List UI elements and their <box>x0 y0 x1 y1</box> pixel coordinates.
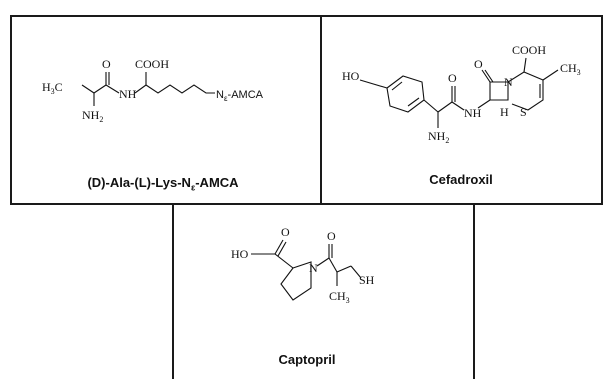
nh2-label: NH2 <box>428 129 449 145</box>
methyl-label: CH3 <box>560 61 581 77</box>
cefadroxil-bonds <box>359 57 559 128</box>
amide-nh-label: NH <box>464 106 482 120</box>
bottom-left-divider <box>172 203 174 379</box>
thiol-label: SH <box>359 273 375 287</box>
left-border <box>10 15 12 205</box>
right-border <box>601 15 603 205</box>
cooh-label: COOH <box>135 57 169 71</box>
middle-divider <box>320 15 322 205</box>
ala-lys-amca-structure: H3C O NH COOH NH2 Nε-AMCA <box>42 57 264 124</box>
cefadroxil-caption: Cefadroxil <box>429 172 493 187</box>
amide-oxygen-label: O <box>448 71 457 85</box>
cooh-label: COOH <box>512 43 546 57</box>
methyl-label: CH3 <box>329 289 350 305</box>
ring-nitrogen-label: N <box>309 261 318 275</box>
carbonyl-oxygen-label: O <box>102 57 111 71</box>
top-border <box>10 15 603 17</box>
amide-oxygen-label: O <box>327 229 336 243</box>
acid-oxygen-label: O <box>281 225 290 239</box>
captopril-bonds <box>251 239 362 301</box>
row-divider <box>10 203 603 205</box>
hydroxyl-label: HO <box>231 247 249 261</box>
hydroxyl-label: HO <box>342 69 360 83</box>
n-epsilon-amca-label: Nε-AMCA <box>216 89 264 103</box>
captopril-structure: HO O N O SH CH3 <box>231 225 375 305</box>
amide-nh-label: NH <box>119 87 137 101</box>
captopril-caption: Captopril <box>278 352 336 367</box>
bridgehead-h-label: H <box>500 105 509 119</box>
ala-lys-bonds <box>81 72 215 106</box>
ring-nitrogen-label: N <box>504 75 513 89</box>
bottom-right-divider <box>473 203 475 379</box>
lactam-oxygen-label: O <box>474 57 483 71</box>
h3c-label: H3C <box>42 80 63 96</box>
sulfur-label: S <box>520 105 527 119</box>
ala-lys-amca-caption: (D)-Ala-(L)-Lys-Nε-AMCA <box>87 175 239 193</box>
cefadroxil-structure: HO O NH NH2 O N H S COOH CH3 <box>342 43 581 145</box>
nh2-label: NH2 <box>82 108 103 124</box>
